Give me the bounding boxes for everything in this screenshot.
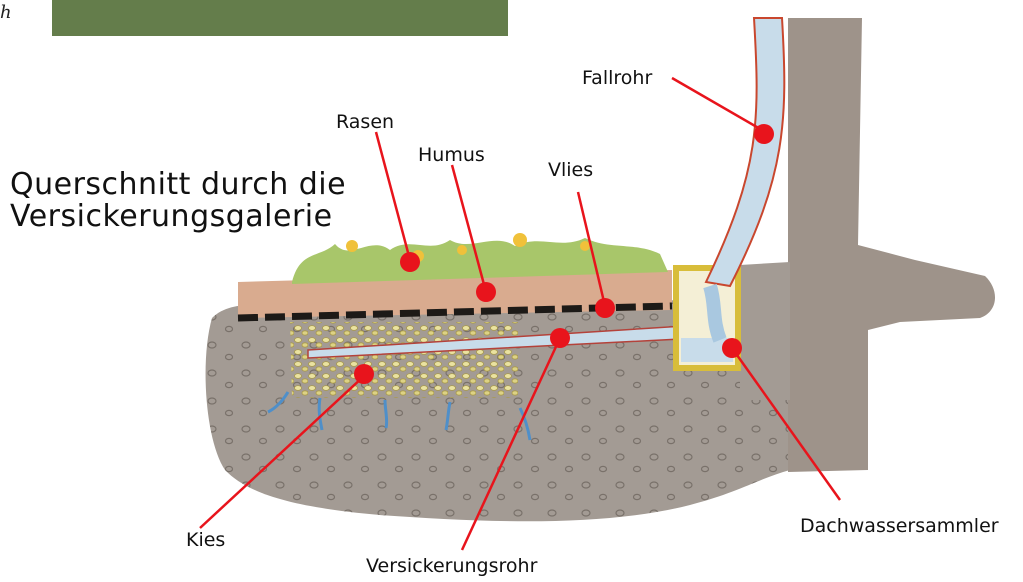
- label-fallrohr: Fallrohr: [582, 67, 652, 89]
- diagram-title-line2: Versickerungsgalerie: [10, 199, 333, 234]
- photo-strip-shade: [52, 0, 508, 36]
- label-rasen: Rasen: [336, 111, 394, 133]
- label-versickerungsrohr: Versickerungsrohr: [366, 555, 538, 577]
- marker-kies: [354, 364, 374, 384]
- marker-vlies: [595, 298, 615, 318]
- marker-humus: [476, 282, 496, 302]
- marker-rasen: [400, 252, 420, 272]
- downpipe: [706, 18, 784, 286]
- marker-fallrohr: [754, 124, 774, 144]
- leader-rasen: [376, 132, 410, 260]
- gravel-trench: [290, 322, 518, 398]
- marker-dachwassersammler: [722, 338, 742, 358]
- label-dachwassersammler: Dachwassersammler: [800, 515, 999, 537]
- wall-foundation: [740, 262, 790, 400]
- label-kies: Kies: [186, 529, 225, 551]
- building-wall: [788, 18, 995, 472]
- downpipe-stream: [710, 286, 720, 340]
- label-vlies: Vlies: [548, 159, 593, 181]
- marker-versickerungsrohr: [550, 328, 570, 348]
- diagram-title-line1: Querschnitt durch die: [10, 167, 346, 202]
- label-humus: Humus: [418, 144, 485, 166]
- leader-fallrohr: [672, 78, 762, 130]
